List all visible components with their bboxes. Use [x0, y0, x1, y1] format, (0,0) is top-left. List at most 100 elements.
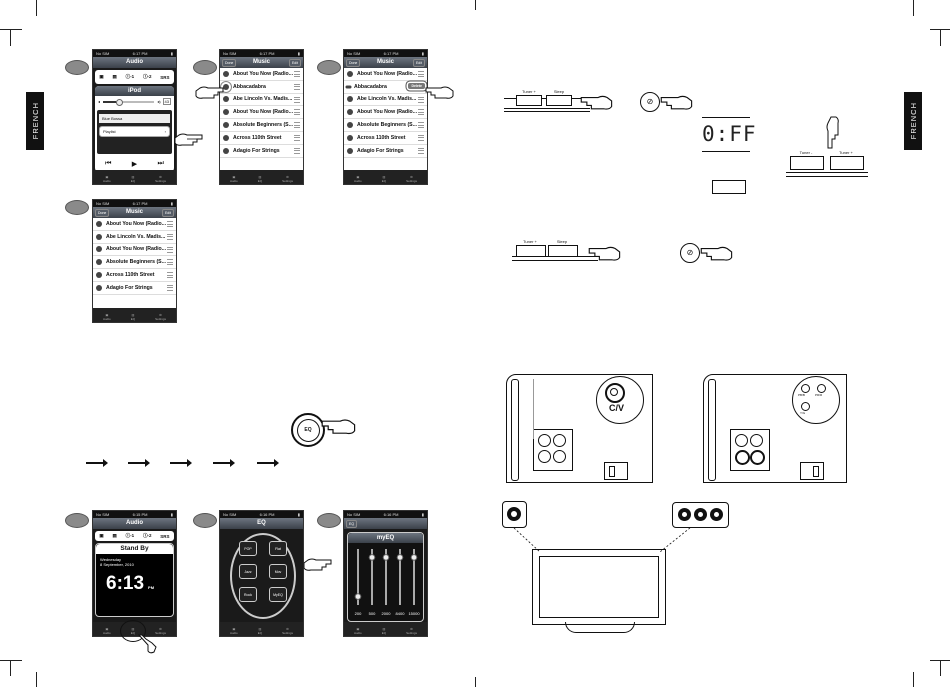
edit-button[interactable]: Edit: [288, 59, 301, 67]
list-item[interactable]: Playlist›: [99, 126, 170, 137]
tab-audio[interactable]: ▣Audio: [354, 175, 362, 183]
delete-toggle-icon[interactable]: [223, 147, 229, 154]
reorder-handle-icon[interactable]: [167, 246, 173, 253]
tab-eq[interactable]: ▥EQ: [130, 313, 136, 321]
tab-eq[interactable]: ▥EQ: [381, 175, 387, 183]
eq-band-knob[interactable]: [396, 554, 404, 561]
delete-toggle-icon[interactable]: [347, 70, 353, 77]
reorder-handle-icon[interactable]: [418, 71, 424, 77]
delete-toggle-icon[interactable]: [347, 96, 353, 103]
table-row[interactable]: Absolute Beginners (S...: [93, 256, 176, 270]
tab-audio[interactable]: ▣Audio: [103, 313, 111, 321]
reorder-handle-icon[interactable]: [167, 233, 173, 240]
eq-band-knob[interactable]: [354, 593, 362, 600]
remote-source-icon[interactable]: ▤: [112, 74, 117, 79]
delete-toggle-icon[interactable]: [223, 70, 229, 77]
reorder-handle-icon[interactable]: [418, 122, 424, 129]
delete-toggle-icon[interactable]: [96, 259, 102, 266]
delete-toggle-icon[interactable]: [223, 109, 229, 116]
delete-toggle-icon[interactable]: [96, 220, 102, 227]
delete-toggle-icon[interactable]: [96, 284, 102, 291]
reorder-handle-icon[interactable]: [167, 221, 173, 227]
delete-toggle-icon[interactable]: [347, 122, 353, 129]
table-row[interactable]: Absolute Beginners (S...: [220, 119, 303, 132]
preset-rock-button[interactable]: Rock: [239, 587, 257, 602]
eq-band-knob[interactable]: [382, 554, 390, 561]
delete-toggle-icon[interactable]: [347, 134, 353, 141]
preset-movie-button[interactable]: Mov: [269, 564, 287, 579]
table-row[interactable]: Abe Lincoln Vs. Madis...: [220, 94, 303, 107]
eq-button[interactable]: EQ: [291, 413, 325, 447]
table-row[interactable]: About You Now (Radio...: [344, 106, 427, 120]
table-row[interactable]: Abe Lincoln Vs. Madis...: [93, 231, 176, 244]
tab-eq[interactable]: ▥EQ: [381, 627, 387, 635]
reorder-handle-icon[interactable]: [418, 109, 424, 116]
delete-toggle-icon[interactable]: [347, 147, 353, 154]
tab-audio[interactable]: ▣Audio: [230, 627, 238, 635]
srs-button[interactable]: SRS: [160, 533, 170, 539]
reorder-handle-icon[interactable]: [418, 96, 424, 103]
delete-toggle-icon[interactable]: [345, 85, 352, 89]
table-row[interactable]: About You Now (Radio...: [93, 244, 176, 257]
reorder-handle-icon[interactable]: [294, 96, 300, 103]
play-icon[interactable]: ▶: [131, 161, 138, 168]
preset-flat-button[interactable]: Flat: [269, 541, 287, 556]
done-button[interactable]: Done: [95, 209, 110, 217]
reorder-handle-icon[interactable]: [294, 71, 300, 77]
delete-toggle-icon[interactable]: [223, 83, 229, 90]
volume-slider[interactable]: [103, 98, 155, 106]
tab-audio[interactable]: ▣Audio: [230, 175, 238, 183]
reorder-handle-icon[interactable]: [418, 134, 424, 141]
source-1-button[interactable]: ⓘ-1: [125, 533, 135, 538]
previous-icon[interactable]: ⏮: [105, 160, 112, 167]
reorder-handle-icon[interactable]: [294, 134, 300, 141]
table-row[interactable]: Across 110th Street: [220, 132, 303, 145]
tuner-minus-button[interactable]: [790, 156, 824, 170]
tab-settings[interactable]: ⚙Settings: [155, 175, 166, 183]
tab-settings[interactable]: ⚙Settings: [282, 627, 293, 635]
delete-toggle-icon[interactable]: [96, 246, 102, 253]
tab-eq[interactable]: ▥EQ: [130, 175, 136, 183]
table-row[interactable]: About You Now (Radio...: [93, 218, 176, 231]
reorder-handle-icon[interactable]: [294, 83, 300, 90]
edit-button[interactable]: Edit: [412, 59, 425, 67]
source-2-button[interactable]: ⓘ-2: [142, 533, 152, 538]
preset-jazz-button[interactable]: Jazz: [239, 564, 257, 579]
srs-button[interactable]: SRS: [160, 74, 170, 80]
source-2-button[interactable]: ⓘ-2: [142, 74, 152, 79]
tab-audio[interactable]: ▣Audio: [103, 627, 111, 635]
table-row[interactable]: Adagio For Strings: [344, 145, 427, 158]
table-row[interactable]: About You Now (Radio...: [344, 68, 427, 81]
tab-settings[interactable]: ⚙Settings: [155, 313, 166, 321]
delete-toggle-icon[interactable]: [347, 109, 353, 116]
table-row[interactable]: About You Now (Radio...: [220, 68, 303, 81]
reorder-handle-icon[interactable]: [167, 272, 173, 279]
next-icon[interactable]: ⏭: [157, 160, 164, 167]
eq-band-knob[interactable]: [410, 554, 418, 561]
table-row[interactable]: Across 110th Street: [344, 132, 427, 145]
tuner-plus-button[interactable]: [830, 156, 864, 170]
edit-button[interactable]: Edit: [161, 209, 174, 217]
tab-audio[interactable]: ▣Audio: [103, 175, 111, 183]
delete-toggle-icon[interactable]: [96, 272, 102, 279]
done-button[interactable]: Done: [346, 59, 361, 67]
delete-toggle-icon[interactable]: [96, 233, 102, 240]
tab-settings[interactable]: ⚙Settings: [155, 627, 166, 635]
tab-eq[interactable]: ▥EQ: [257, 175, 263, 183]
preset-pop-button[interactable]: POP: [239, 541, 257, 556]
table-row[interactable]: Absolute Beginners (S...: [344, 119, 427, 132]
tab-eq[interactable]: ▥EQ: [257, 627, 263, 635]
tuner-plus-button[interactable]: [516, 245, 546, 257]
reorder-handle-icon[interactable]: [167, 284, 173, 291]
reorder-handle-icon[interactable]: [294, 122, 300, 129]
delete-button[interactable]: Delete: [408, 82, 425, 89]
table-row[interactable]: Adagio For Strings: [93, 282, 176, 295]
list-item[interactable]: Blue Bossa: [99, 114, 170, 123]
sleep-button[interactable]: [548, 245, 578, 257]
tab-settings[interactable]: ⚙Settings: [282, 175, 293, 183]
preset-myeq-button[interactable]: MyEQ: [269, 587, 287, 602]
tuner-plus-button[interactable]: [516, 95, 542, 106]
delete-toggle-icon[interactable]: [223, 122, 229, 129]
